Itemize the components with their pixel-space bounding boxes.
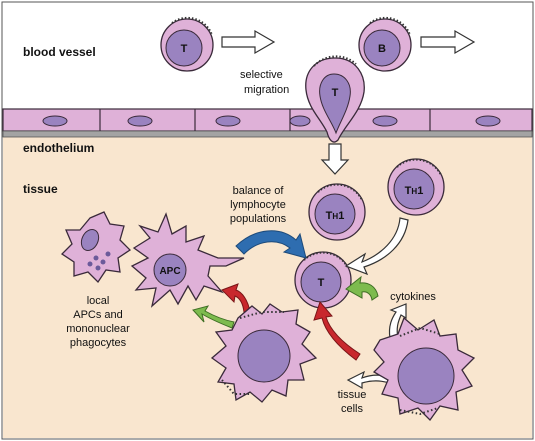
flow-arrow-right xyxy=(221,29,276,55)
b-cell-vessel: B xyxy=(358,16,412,72)
th1-right-h: H xyxy=(411,187,417,196)
signal-arrow-red xyxy=(313,301,361,361)
t-cell-vessel: T xyxy=(160,16,214,72)
balance-label-2: lymphocyte xyxy=(230,199,286,211)
cytokine-arrow-green xyxy=(345,275,379,301)
endothelial-nucleus xyxy=(127,115,153,127)
local-apc-label-2: APCs and xyxy=(73,309,123,321)
endothelial-nucleus xyxy=(289,115,311,127)
t-cell-vessel-label: T xyxy=(181,43,188,55)
svg-text:TH1: TH1 xyxy=(405,185,424,197)
balance-label-3: populations xyxy=(230,213,287,225)
cytokine-arrow-white xyxy=(388,303,407,339)
flow-arrow-right xyxy=(420,29,476,55)
migration-down-arrow xyxy=(320,143,350,175)
endothelial-nucleus xyxy=(475,115,501,127)
tissue-cells-label-2: cells xyxy=(341,403,364,415)
th1-cell-right: TH1 xyxy=(387,158,445,216)
selective-migration-label-2: migration xyxy=(244,84,289,96)
t-cell-center: T xyxy=(294,251,352,309)
mononuclear-phagocyte xyxy=(210,303,318,403)
tissue-cell xyxy=(372,316,476,422)
balance-label-1: balance of xyxy=(233,185,285,197)
th1-left-t: T xyxy=(326,210,333,222)
svg-text:TH1: TH1 xyxy=(326,210,345,222)
recruitment-arrow xyxy=(344,217,409,276)
cytokines-label: cytokines xyxy=(390,291,436,303)
th1-left-h: H xyxy=(332,212,338,221)
balance-arrow-blue xyxy=(235,230,307,259)
signal-arrow-red-apc xyxy=(221,283,251,313)
th1-right-t: T xyxy=(405,185,412,197)
t-cell-migrating: T xyxy=(305,55,365,143)
selective-migration-label-1: selective xyxy=(240,69,283,81)
t-cell-migrating-label: T xyxy=(332,87,339,99)
blood-vessel-label: blood vessel xyxy=(23,45,96,59)
local-apc-label-4: phagocytes xyxy=(70,337,127,349)
apc-cell: APC xyxy=(130,212,245,308)
tissue-cells-label-1: tissue xyxy=(338,389,367,401)
th1-cell-left: TH1 xyxy=(308,183,366,241)
endothelial-nucleus xyxy=(215,115,241,127)
th1-left-num: 1 xyxy=(338,210,344,222)
cytokine-arrow-green-apc xyxy=(192,305,235,329)
t-cell-center-label: T xyxy=(318,277,325,289)
local-apc-label-1: local xyxy=(87,295,110,307)
endothelium-label: endothelium xyxy=(23,141,94,155)
tissue-label: tissue xyxy=(23,182,58,196)
b-cell-vessel-label: B xyxy=(378,43,386,55)
endothelium-band xyxy=(2,108,533,138)
local-apc-label-3: mononuclear xyxy=(66,323,130,335)
apc-label: APC xyxy=(159,266,180,277)
endothelial-nucleus xyxy=(372,115,398,127)
endothelial-nucleus xyxy=(42,115,68,127)
th1-right-num: 1 xyxy=(417,185,423,197)
apoptotic-cell xyxy=(60,211,132,284)
